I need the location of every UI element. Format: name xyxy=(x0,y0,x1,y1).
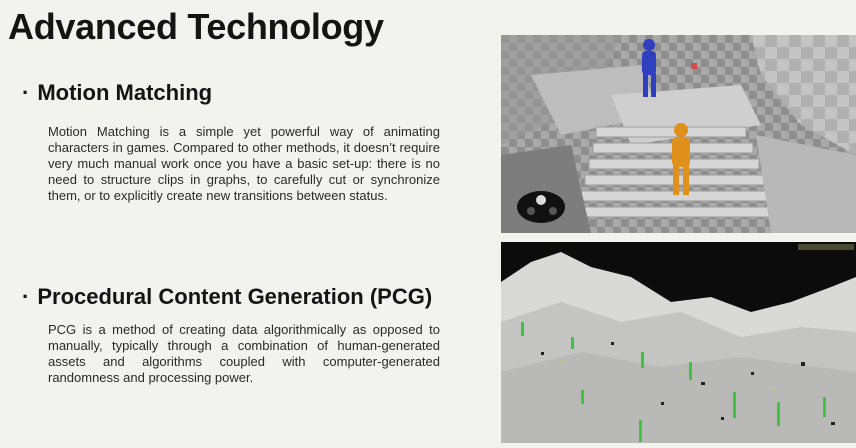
gamepad-icon xyxy=(517,191,565,223)
pcg-terrain-image xyxy=(501,242,856,443)
bullet-dot: · xyxy=(22,284,30,309)
pcg-heading: · Procedural Content Generation (PCG) xyxy=(22,284,432,310)
motion-matching-heading: · Motion Matching xyxy=(22,80,212,106)
pcg-description: PCG is a method of creating data algorit… xyxy=(48,322,440,385)
bullet-dot: · xyxy=(22,80,30,105)
motion-matching-heading-text: Motion Matching xyxy=(37,80,213,105)
pcg-heading-text: Procedural Content Generation (PCG) xyxy=(37,284,433,309)
slide-title: Advanced Technology xyxy=(8,6,384,47)
motion-matching-image xyxy=(501,35,856,233)
motion-matching-description: Motion Matching is a simple yet powerful… xyxy=(48,124,440,203)
